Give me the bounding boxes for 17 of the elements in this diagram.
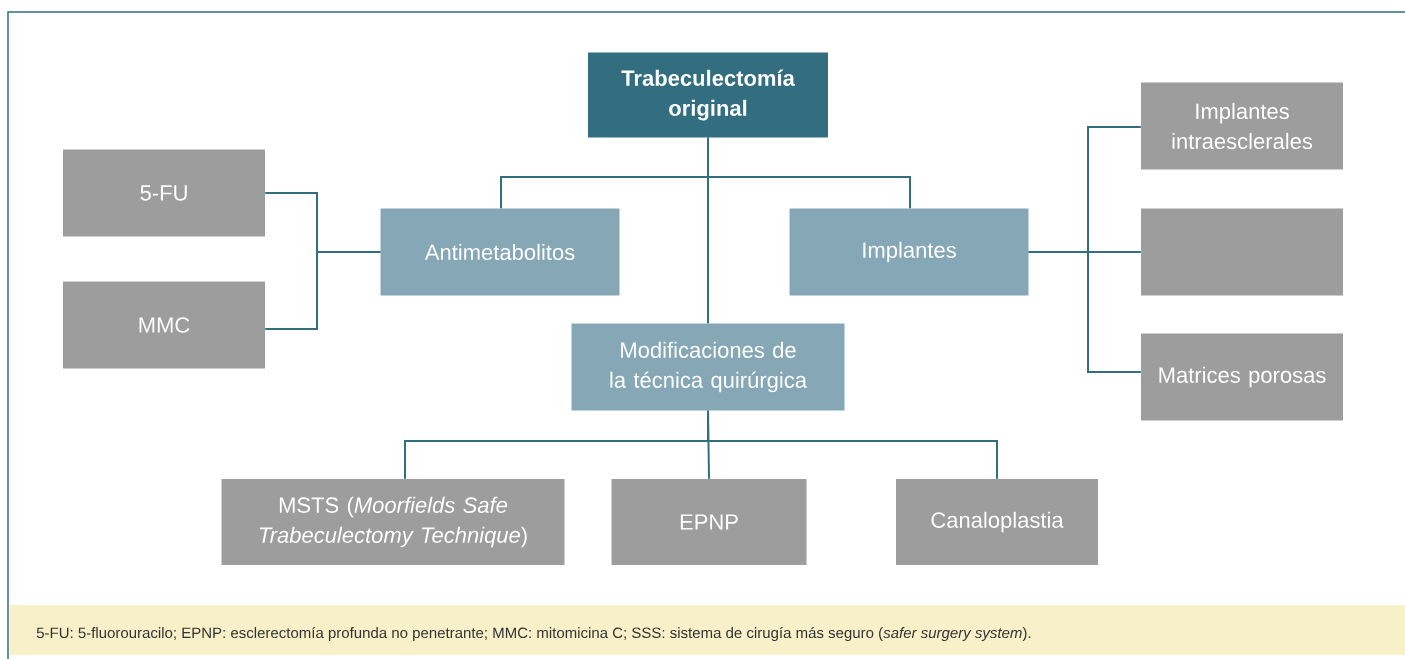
process-box: EPNP: [611, 479, 807, 565]
connector-line: [707, 409, 998, 480]
process-box: Matrices porosas: [1141, 333, 1343, 421]
process-box: MMC: [63, 281, 265, 369]
process-box: Canaloplastia: [896, 479, 1098, 565]
process-box: Trabeculectomía original: [588, 52, 828, 138]
process-box: Implantes: [789, 208, 1029, 296]
process-box: Implantes intraesclerales: [1141, 82, 1343, 170]
process-box: Antimetabolitos: [380, 208, 620, 296]
connector-line: [707, 136, 709, 325]
footnote: 5-FU: 5-fluorouracilo; EPNP: esclerectomía profunda no penetrante; MMC: mitomicina C; SSS: sistema de cirugía más seguro (safer surgery system).: [36, 626, 1031, 642]
process-box: MSTS (Moorfields Safe Trabeculectomy Technique): [221, 479, 565, 565]
connector-line: [1027, 251, 1142, 373]
blank-box: [1141, 208, 1343, 296]
process-box: Modificaciones de la técnica quirúrgica: [571, 323, 845, 411]
process-box: 5-FU: [63, 149, 265, 237]
connector-line: [264, 251, 382, 330]
